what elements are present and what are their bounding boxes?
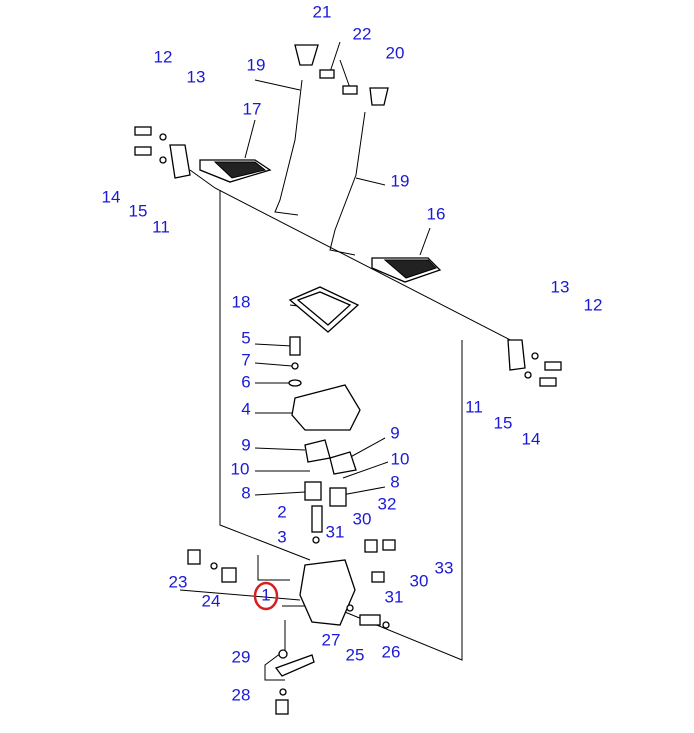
part-label-13: 13 — [551, 277, 570, 296]
part-label-24: 24 — [202, 591, 221, 610]
part-label-28: 28 — [232, 685, 251, 704]
part-label-33: 33 — [435, 558, 454, 577]
rod-ends — [294, 44, 389, 106]
part-label-25: 25 — [346, 645, 365, 664]
part-label-26: 26 — [382, 642, 401, 661]
part-label-30: 30 — [410, 571, 429, 590]
part-label-11: 11 — [152, 217, 170, 236]
part-label-10: 10 — [391, 449, 410, 468]
part-label-23: 23 — [169, 572, 188, 591]
part-label-9: 9 — [390, 423, 399, 442]
pedal-17 — [199, 159, 272, 183]
part-label-10: 10 — [231, 459, 250, 478]
part-label-13: 13 — [187, 67, 206, 86]
part-label-17: 17 — [243, 99, 262, 118]
part-label-15: 15 — [494, 413, 513, 432]
part-label-15: 15 — [129, 201, 148, 220]
part-label-12: 12 — [154, 47, 173, 66]
leader-lines — [179, 41, 521, 681]
pedal-16 — [371, 257, 442, 283]
highlight-ring-part-1 — [253, 581, 279, 611]
part-label-3: 3 — [277, 527, 286, 546]
part-label-7: 7 — [241, 350, 250, 369]
part-label-1: 1 — [261, 585, 270, 604]
rods-19 — [274, 79, 366, 256]
part-label-27: 27 — [322, 630, 341, 649]
part-label-21: 21 — [313, 2, 332, 21]
part-label-9: 9 — [241, 435, 250, 454]
part-label-14: 14 — [522, 429, 541, 448]
part-label-5: 5 — [241, 328, 250, 347]
boot-18 — [288, 286, 360, 333]
part-label-6: 6 — [241, 372, 250, 391]
part-label-4: 4 — [241, 399, 250, 418]
part-label-32: 32 — [378, 494, 397, 513]
part-label-30: 30 — [353, 509, 372, 528]
part-label-19: 19 — [247, 55, 266, 74]
part-label-11: 11 — [465, 397, 483, 416]
part-label-16: 16 — [427, 204, 446, 223]
part-label-14: 14 — [102, 187, 121, 206]
part-label-8: 8 — [241, 483, 250, 502]
part-label-31: 31 — [326, 522, 345, 541]
part-label-20: 20 — [386, 43, 405, 62]
brackets — [134, 126, 562, 387]
part-label-18: 18 — [232, 292, 251, 311]
part-label-8: 8 — [390, 472, 399, 491]
part-label-29: 29 — [232, 647, 251, 666]
part-label-22: 22 — [353, 24, 372, 43]
part-label-2: 2 — [277, 502, 286, 521]
part-label-31: 31 — [385, 587, 404, 606]
part-label-12: 12 — [584, 295, 603, 314]
valve-parts — [187, 336, 396, 715]
part-label-19: 19 — [391, 171, 410, 190]
